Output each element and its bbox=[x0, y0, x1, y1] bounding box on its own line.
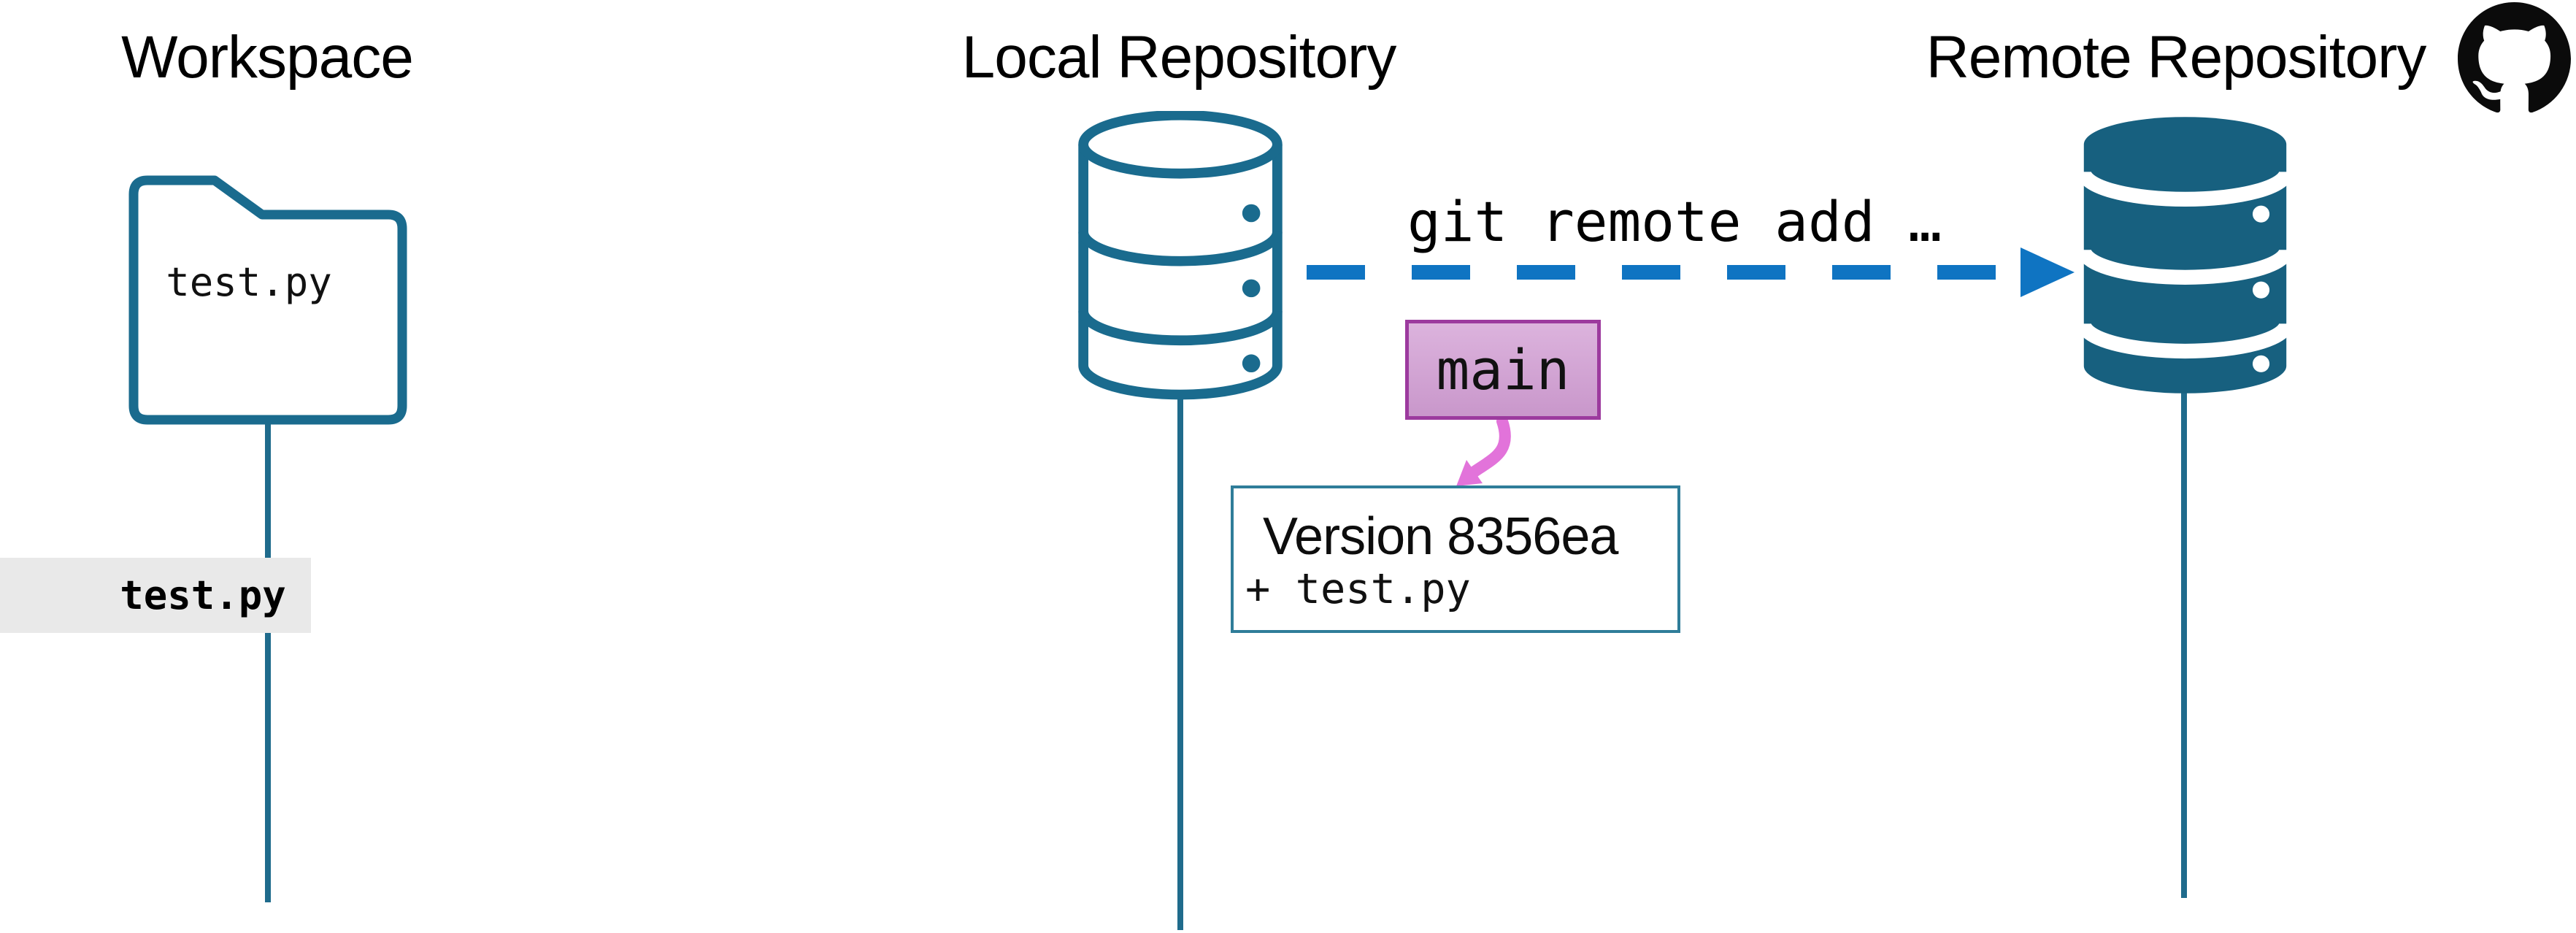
remote-command-label: git remote add … bbox=[1407, 189, 1942, 254]
timeline-file-label: test.py bbox=[0, 558, 311, 633]
workspace-heading: Workspace bbox=[121, 24, 414, 91]
commit-version-title: Version 8356ea bbox=[1263, 507, 1618, 566]
branch-box-main: main bbox=[1405, 320, 1601, 420]
database-outline-icon bbox=[1078, 111, 1283, 400]
curved-arrow-down-icon bbox=[1456, 415, 1511, 486]
github-octocat-icon bbox=[2458, 2, 2571, 113]
folder-icon bbox=[128, 175, 407, 425]
branch-label: main bbox=[1436, 337, 1570, 402]
commit-change-label: + test.py bbox=[1245, 565, 1471, 613]
database-filled-icon bbox=[2080, 117, 2291, 393]
dashed-arrow-right-icon bbox=[1307, 247, 2075, 297]
folder-file-label: test.py bbox=[166, 259, 332, 305]
remote-repository-heading: Remote Repository bbox=[1926, 24, 2427, 91]
commit-version-box: Version 8356ea + test.py bbox=[1231, 485, 1680, 633]
local-repository-heading: Local Repository bbox=[961, 24, 1397, 91]
